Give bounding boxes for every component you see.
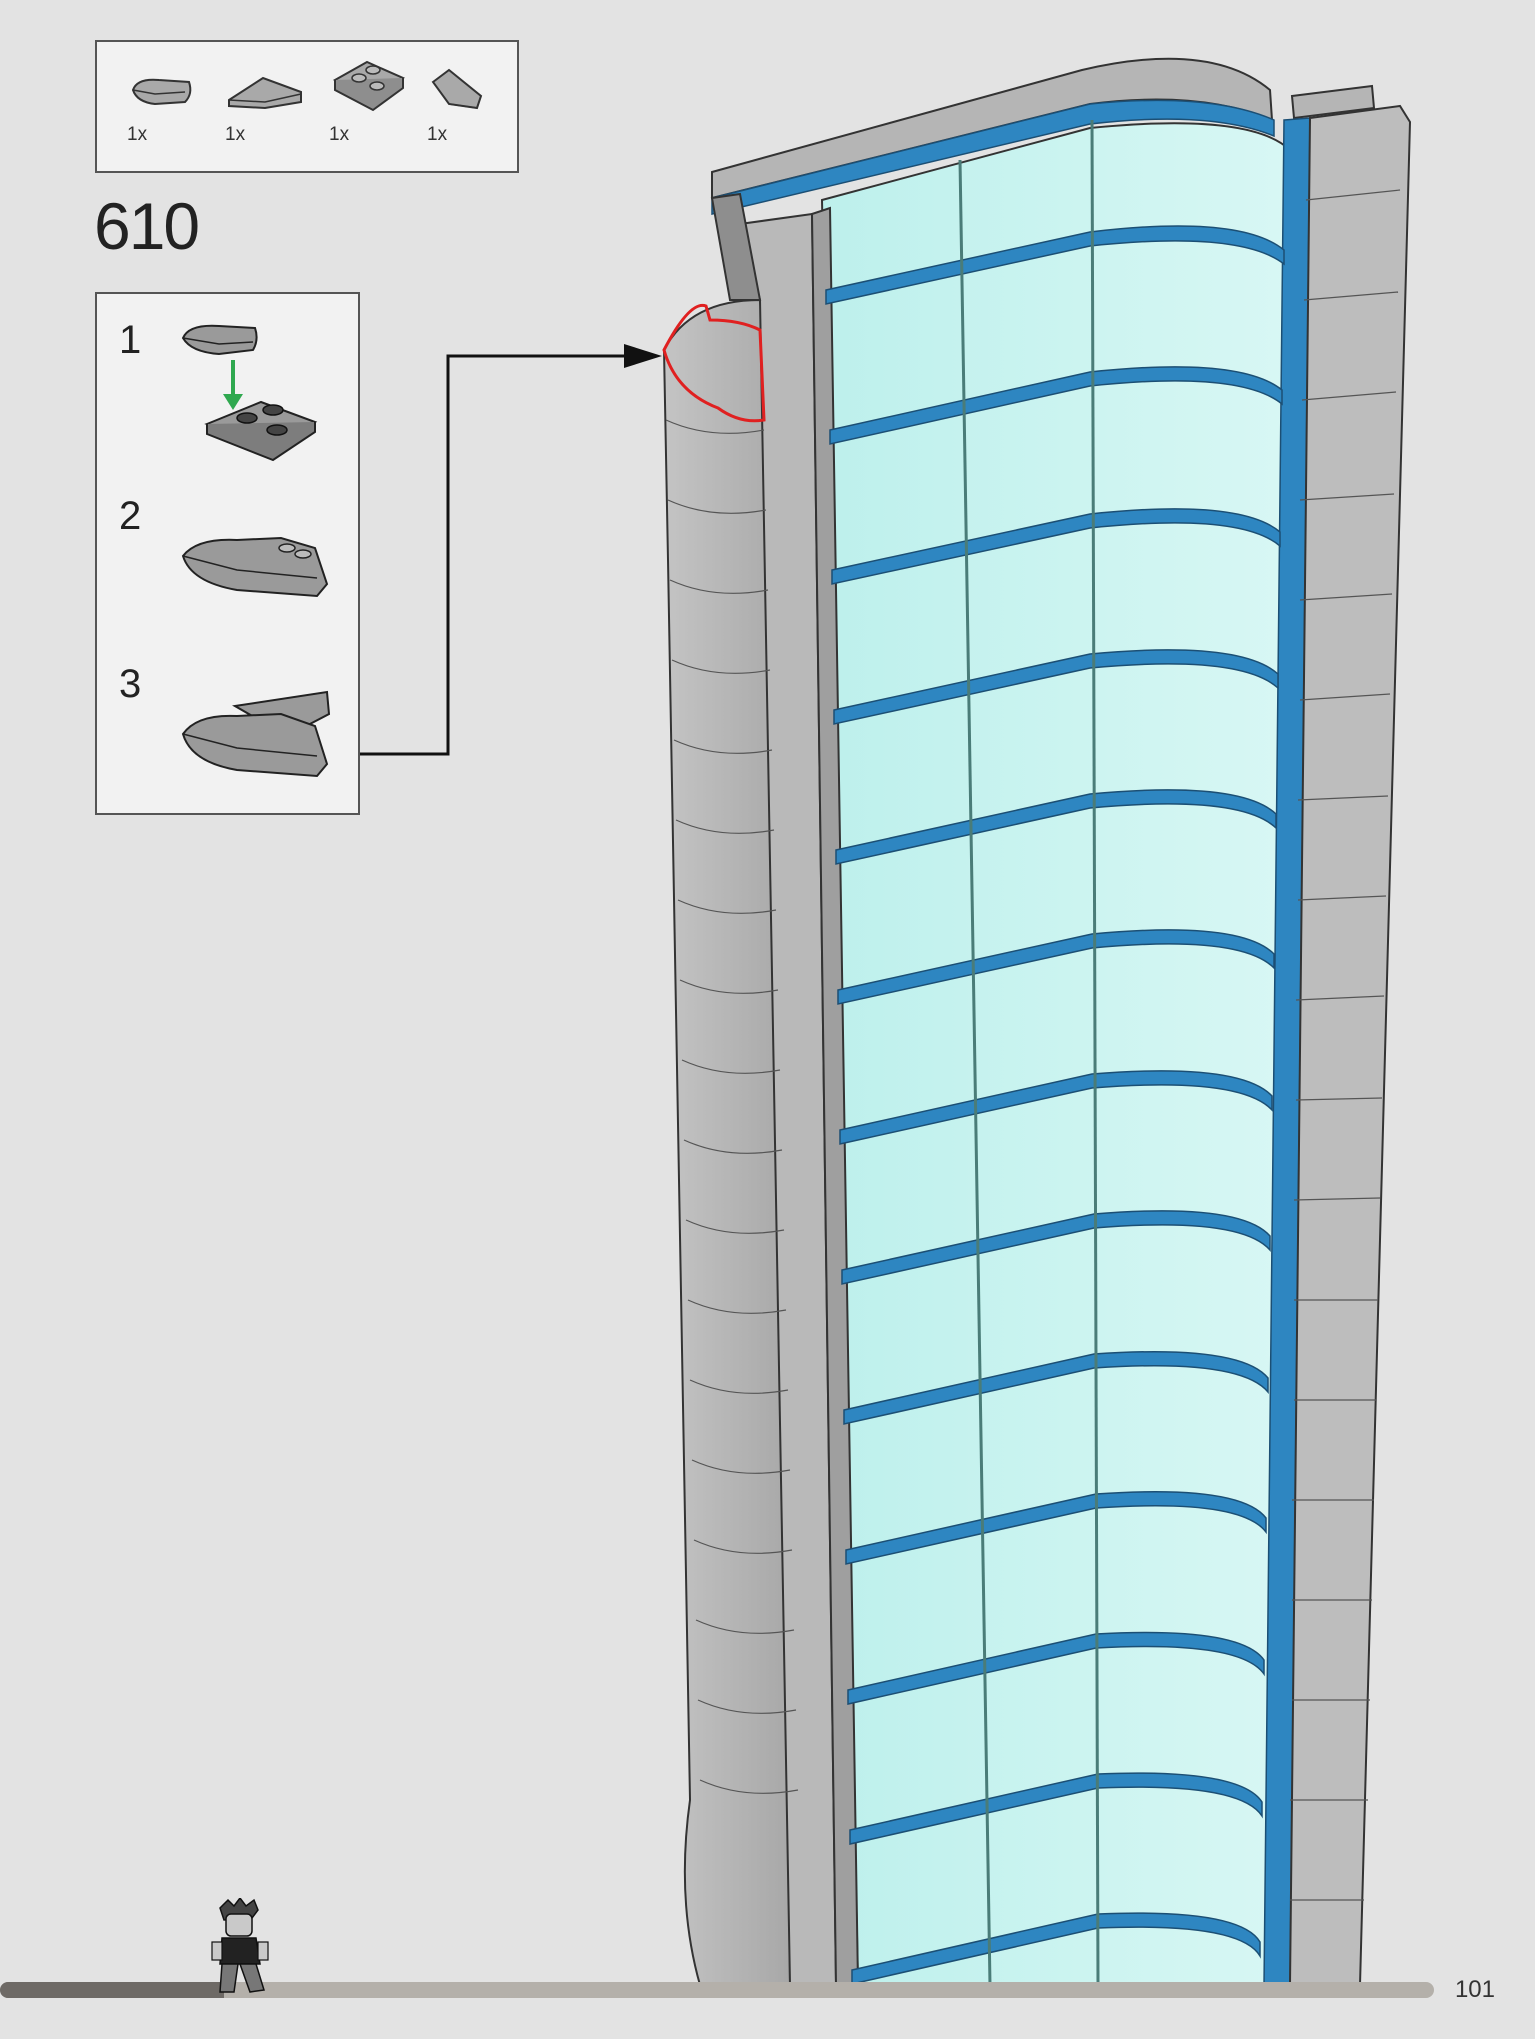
wedge-tile-icon: 1x (425, 60, 525, 160)
wedge-slope-icon: 1x (225, 60, 325, 160)
sub-step-number: 2 (119, 494, 142, 538)
part-quantity: 1x (127, 124, 148, 145)
minifigure-progress-icon (211, 1898, 269, 1993)
part-quantity: 1x (427, 124, 448, 145)
step-number: 610 (94, 189, 200, 263)
wedge-plate-icon: 1x (329, 50, 429, 150)
part-quantity: 1x (225, 124, 246, 145)
sub-step-number: 1 (119, 318, 142, 362)
sub-step-1-illustration (181, 324, 318, 462)
sub-step-2-illustration (181, 536, 329, 598)
progress-fill (0, 1982, 224, 1998)
page-number: 101 (1454, 1976, 1495, 2003)
sub-assembly-callout: 1 2 3 (95, 292, 360, 815)
sub-step-number: 3 (119, 662, 142, 706)
parts-list-callout: 1x 1x 1x 1x (95, 40, 519, 173)
progress-track (0, 1982, 1434, 1998)
sub-step-3-illustration (181, 690, 331, 778)
curved-slope-1x2-icon: 1x (127, 60, 227, 160)
part-quantity: 1x (329, 124, 350, 145)
